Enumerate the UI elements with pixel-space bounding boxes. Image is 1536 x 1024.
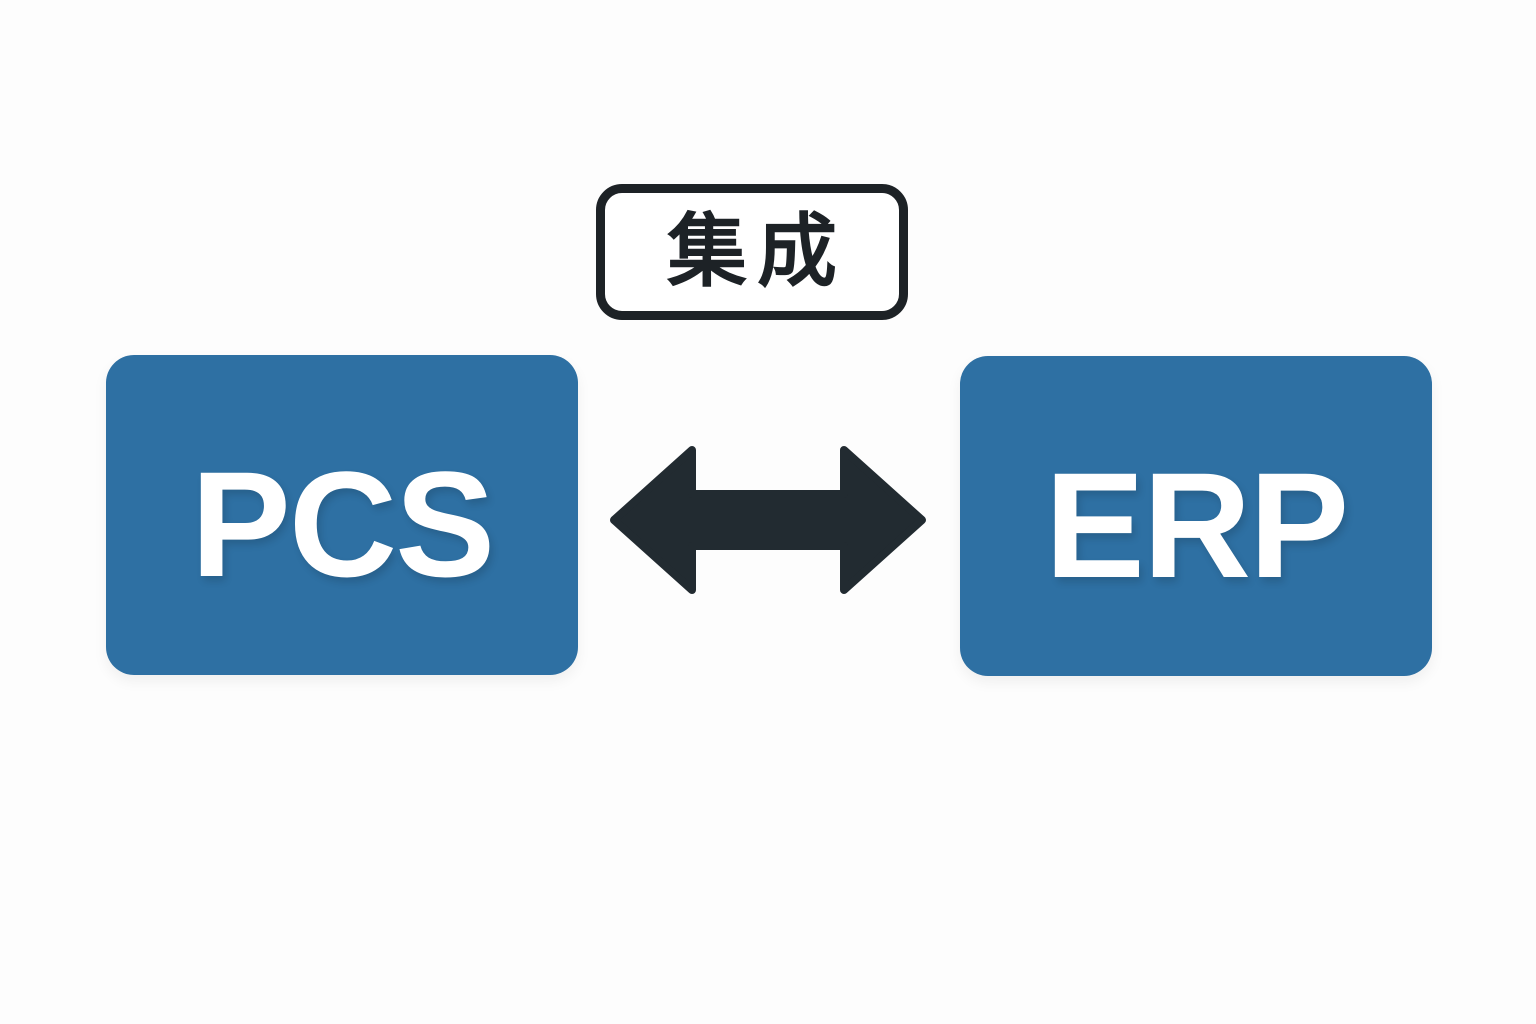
bidirectional-arrow-icon	[609, 444, 927, 596]
pcs-node-label: PCS	[190, 440, 495, 608]
integration-label-box: 集成	[596, 184, 908, 320]
erp-node: ERP	[960, 356, 1432, 676]
erp-node-label: ERP	[1044, 441, 1349, 609]
integration-label-text: 集成	[667, 207, 847, 296]
pcs-node: PCS	[106, 355, 578, 675]
